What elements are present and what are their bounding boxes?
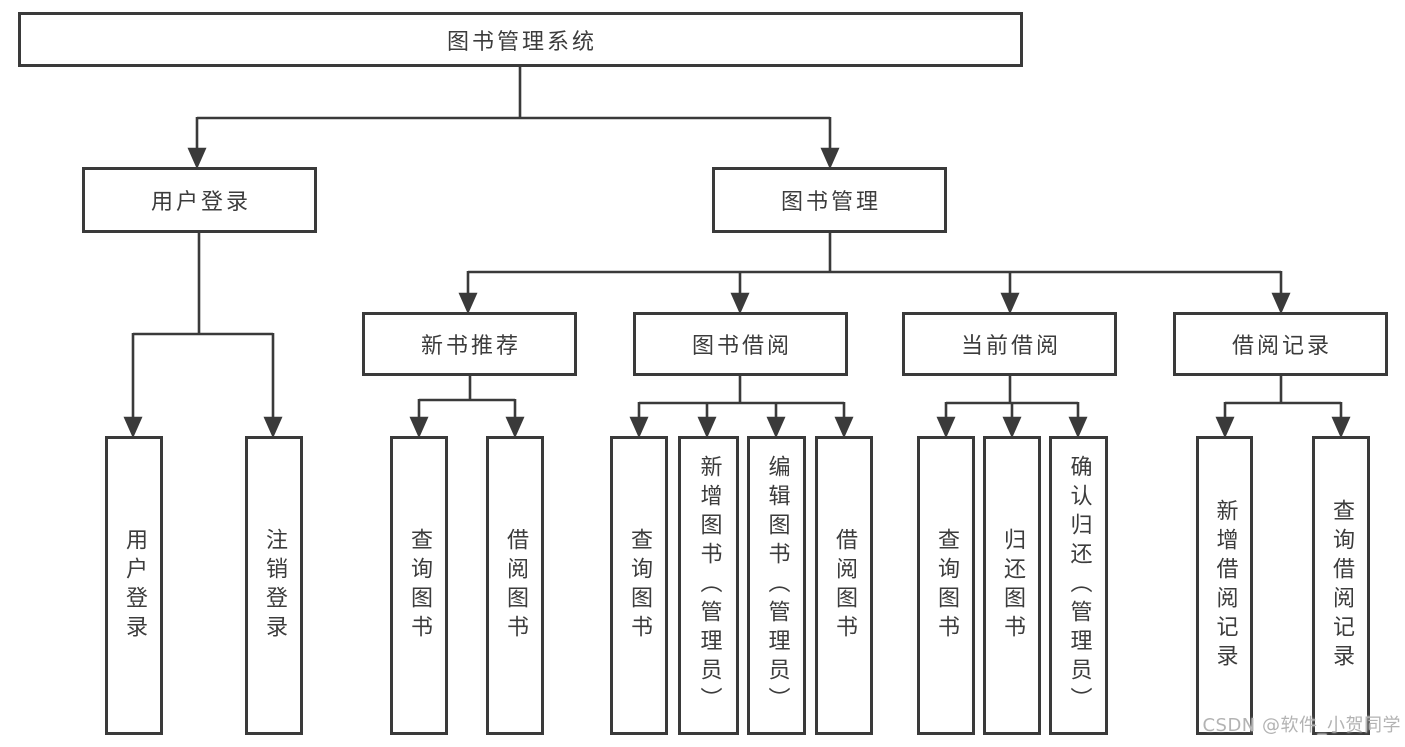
leaf-user-login: 用户登录	[105, 436, 163, 735]
arrow-down-icon	[834, 416, 854, 439]
leaf-add-books-admin: 新增图书（管理员）	[678, 436, 739, 735]
arrow-down-icon	[123, 416, 143, 439]
arrow-down-icon	[458, 292, 478, 315]
node-book-management: 图书管理	[712, 167, 947, 233]
arrow-down-icon	[505, 416, 525, 439]
arrow-down-icon	[820, 147, 840, 170]
node-current-borrowing: 当前借阅	[902, 312, 1117, 376]
arrow-down-icon	[1000, 292, 1020, 315]
leaf-confirm-return-admin: 确认归还（管理员）	[1049, 436, 1108, 735]
leaf-query-borrow-record: 查询借阅记录	[1312, 436, 1370, 735]
arrow-down-icon	[1068, 416, 1088, 439]
arrow-down-icon	[697, 416, 717, 439]
csdn-watermark: CSDN @软件_小贺同学	[1202, 715, 1401, 736]
arrow-down-icon	[1331, 416, 1351, 439]
arrow-down-icon	[766, 416, 786, 439]
node-new-book-recommend: 新书推荐	[362, 312, 577, 376]
leaf-add-borrow-record: 新增借阅记录	[1196, 436, 1253, 735]
leaf-query-books-borrowing: 查询图书	[610, 436, 668, 735]
leaf-query-books-current: 查询图书	[917, 436, 975, 735]
node-book-borrowing: 图书借阅	[633, 312, 848, 376]
arrow-down-icon	[1271, 292, 1291, 315]
arrow-down-icon	[1215, 416, 1235, 439]
leaf-return-books: 归还图书	[983, 436, 1041, 735]
leaf-edit-books-admin: 编辑图书（管理员）	[747, 436, 806, 735]
arrow-down-icon	[187, 147, 207, 170]
arrow-down-icon	[263, 416, 283, 439]
leaf-query-books-recommend: 查询图书	[390, 436, 448, 735]
arrow-down-icon	[1002, 416, 1022, 439]
node-borrowing-records: 借阅记录	[1173, 312, 1388, 376]
leaf-borrow-books: 借阅图书	[815, 436, 873, 735]
arrow-down-icon	[409, 416, 429, 439]
leaf-logout: 注销登录	[245, 436, 303, 735]
node-library-management-system: 图书管理系统	[18, 12, 1023, 67]
leaf-borrow-books-recommend: 借阅图书	[486, 436, 544, 735]
connector-group	[123, 65, 1351, 439]
node-user-login: 用户登录	[82, 167, 317, 233]
arrow-down-icon	[629, 416, 649, 439]
arrow-down-icon	[936, 416, 956, 439]
arrow-down-icon	[730, 292, 750, 315]
